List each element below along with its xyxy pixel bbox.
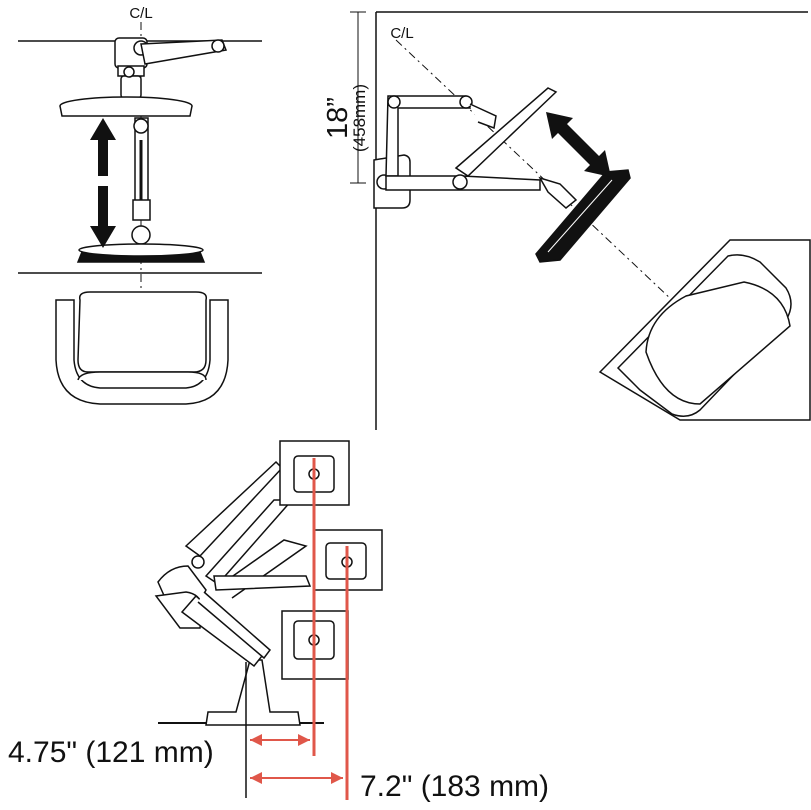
front-view xyxy=(18,22,262,405)
profile-lower-arm xyxy=(180,594,264,668)
upper-arm xyxy=(140,39,228,65)
far-offset-label: 7.2" (183 mm) xyxy=(360,770,549,803)
chair-seat-front xyxy=(77,291,208,373)
offset-measurements xyxy=(250,458,349,800)
double-arrow-vertical-icon xyxy=(90,118,116,248)
height-mm-label: (458mm) xyxy=(350,84,369,152)
arm-base xyxy=(205,659,301,726)
double-arrow-diagonal-icon xyxy=(546,112,611,177)
side-centerline xyxy=(395,39,673,301)
side-upper-arm xyxy=(385,95,472,177)
chair-arms-front xyxy=(55,299,229,405)
near-offset-label: 4.75" (121 mm) xyxy=(8,736,214,769)
tilt-head-top xyxy=(120,75,142,99)
front-centerline-label: C/L xyxy=(129,5,152,22)
height-inches-label: 18” xyxy=(322,97,354,139)
side-centerline-label: C/L xyxy=(390,25,413,42)
side-monitor-upper xyxy=(454,87,558,177)
side-view xyxy=(350,11,811,430)
